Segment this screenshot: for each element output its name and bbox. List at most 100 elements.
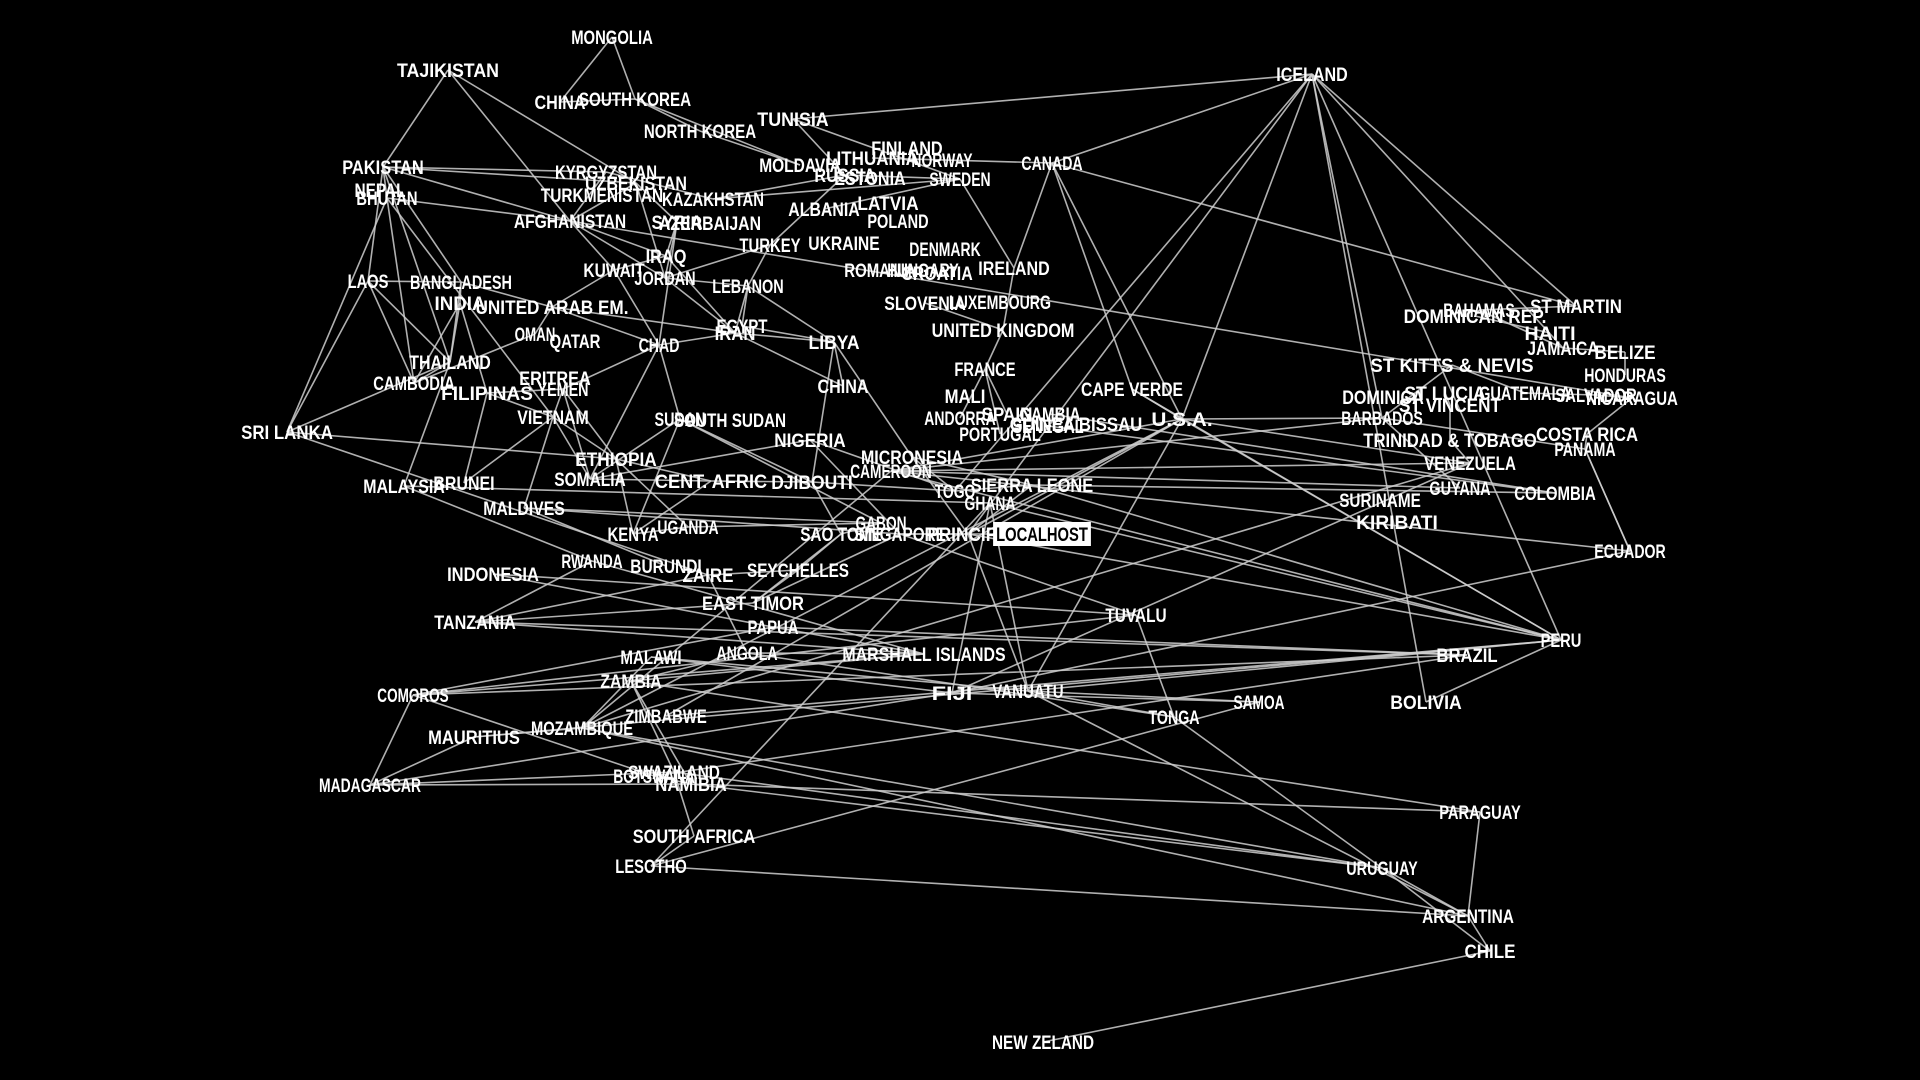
node-mauritius[interactable]: MAURITIUS <box>425 725 523 749</box>
node-paraguay[interactable]: PARAGUAY <box>1436 800 1524 824</box>
node-gabon[interactable]: GABON <box>853 511 910 535</box>
node-suriname[interactable]: SURINAME <box>1336 488 1424 512</box>
node-mozambique[interactable]: MOZAMBIQUE <box>528 716 636 740</box>
node-seychelles[interactable]: SEYCHELLES <box>744 558 852 582</box>
node-sri-lanka[interactable]: SRI LANKA <box>238 420 336 444</box>
node-angola[interactable]: ANGOLA <box>713 641 780 665</box>
node-slovenia[interactable]: SLOVENIA <box>881 291 969 315</box>
node-colombia[interactable]: COLOMBIA <box>1511 481 1599 505</box>
node-brazil[interactable]: BRAZIL <box>1433 643 1500 667</box>
node-malaysia[interactable]: MALAYSIA <box>360 474 448 498</box>
node-togo[interactable]: TOGO <box>932 479 979 503</box>
node-canada[interactable]: CANADA <box>1018 151 1085 175</box>
node-ukraine[interactable]: UKRAINE <box>805 231 882 255</box>
node-ecuador[interactable]: ECUADOR <box>1591 539 1668 563</box>
node-kuwait[interactable]: KUWAIT <box>580 258 647 282</box>
node-ghana[interactable]: GHANA <box>962 491 1019 515</box>
node-turkey[interactable]: TURKEY <box>736 233 803 257</box>
node-south-africa[interactable]: SOUTH AFRICA <box>630 824 758 848</box>
node-nepal[interactable]: NEPAL <box>352 178 409 202</box>
node-bahamas[interactable]: BAHAMAS <box>1440 298 1517 322</box>
node-luxembourg[interactable]: LUXEMBOURG <box>946 290 1054 314</box>
node-botswana[interactable]: BOTSWANA <box>610 764 698 788</box>
node-samoa[interactable]: SAMOA <box>1231 690 1288 714</box>
node-tuvalu[interactable]: TUVALU <box>1102 603 1169 627</box>
node-localhost[interactable]: LOCALHOST <box>993 522 1091 546</box>
node-namibia[interactable]: NAMIBIA <box>652 772 729 796</box>
node-ethiopia[interactable]: ETHIOPIA <box>572 447 660 471</box>
node-croatia[interactable]: CROATIA <box>898 261 975 285</box>
node-united-kingdom[interactable]: UNITED KINGDOM <box>929 318 1078 342</box>
node-dominican-rep[interactable]: DOMINICAN REP. <box>1401 304 1550 328</box>
node-east-timor[interactable]: EAST TIMOR <box>699 591 807 615</box>
node-sweden[interactable]: SWEDEN <box>926 167 993 191</box>
node-papua[interactable]: PAPUA <box>745 615 802 639</box>
node-norway[interactable]: NORWAY <box>908 148 975 172</box>
node-jordan[interactable]: JORDAN <box>631 266 698 290</box>
node-laos[interactable]: LAOS <box>345 269 392 293</box>
node-moldavia[interactable]: MOLDAVIA <box>756 153 844 177</box>
node-sierra-leone[interactable]: SIERRA LEONE <box>968 473 1096 497</box>
node-sao-tome[interactable]: SAO TOME <box>797 522 885 546</box>
node-trinidad-tobago[interactable]: TRINIDAD & TOBAGO <box>1360 428 1539 452</box>
node-belize[interactable]: BELIZE <box>1591 340 1658 364</box>
node-denmark[interactable]: DENMARK <box>906 237 983 261</box>
node-rwanda[interactable]: RWANDA <box>558 549 625 573</box>
node-kenya[interactable]: KENYA <box>605 522 662 546</box>
node-oman[interactable]: OMAN <box>512 322 559 346</box>
node-france[interactable]: FRANCE <box>951 357 1018 381</box>
node-nicaragua[interactable]: NICARAGUA <box>1583 386 1681 410</box>
node-st-lucia[interactable]: ST LUCIA <box>1401 381 1489 405</box>
node-st-vincent[interactable]: ST VINCENT <box>1396 393 1504 417</box>
node-brunei[interactable]: BRUNEI <box>430 471 497 495</box>
node-thailand[interactable]: THAILAND <box>406 350 494 374</box>
node-uruguay[interactable]: URUGUAY <box>1343 856 1420 880</box>
node-kyrgyzstan[interactable]: KYRGYZSTAN <box>552 160 660 184</box>
node-guinea-bissau[interactable]: GUINEA BISSAU <box>1007 412 1146 436</box>
node-haiti[interactable]: HAITI <box>1522 321 1579 345</box>
node-venezuela[interactable]: VENEZUELA <box>1421 451 1519 475</box>
node-djibouti[interactable]: DJIBOUTI <box>768 470 856 494</box>
node-iraq[interactable]: IRAQ <box>643 244 690 268</box>
node-lesotho[interactable]: LESOTHO <box>612 854 689 878</box>
node-new-zeland[interactable]: NEW ZELAND <box>989 1030 1097 1054</box>
node-nigeria[interactable]: NIGERIA <box>771 428 848 452</box>
node-panama[interactable]: PANAMA <box>1551 437 1618 461</box>
node-cambodia[interactable]: CAMBODIA <box>370 371 458 395</box>
node-guyana[interactable]: GUYANA <box>1426 476 1493 500</box>
node-libya[interactable]: LIBYA <box>806 330 863 354</box>
node-vietnam[interactable]: VIETNAM <box>514 405 591 429</box>
node-tonga[interactable]: TONGA <box>1146 705 1203 729</box>
node-cameroon[interactable]: CAMEROON <box>847 459 935 483</box>
node-madagascar[interactable]: MADAGASCAR <box>316 773 424 797</box>
node-portugal[interactable]: PORTUGAL <box>956 422 1044 446</box>
node-north-korea[interactable]: NORTH KOREA <box>641 119 759 143</box>
node-latvia[interactable]: LATVIA <box>854 191 921 215</box>
node-andorra[interactable]: ANDORRA <box>921 406 998 430</box>
node-chile[interactable]: CHILE <box>1462 939 1519 963</box>
node-russia[interactable]: RUSSIA <box>811 163 878 187</box>
node-argentina[interactable]: ARGENTINA <box>1419 904 1517 928</box>
node-fiji[interactable]: FIJI <box>929 681 976 705</box>
node-costa-rica[interactable]: COSTA RICA <box>1533 422 1641 446</box>
node-zimbabwe[interactable]: ZIMBABWE <box>622 704 710 728</box>
node-tanzania[interactable]: TANZANIA <box>431 610 519 634</box>
node-swaziland[interactable]: SWAZILAND <box>625 760 723 784</box>
node-afghanistan[interactable]: AFGHANISTAN <box>511 209 629 233</box>
node-marshall-islands[interactable]: MARSHALL ISLANDS <box>839 642 1008 666</box>
node-u-s-a[interactable]: U.S.A. <box>1148 407 1215 431</box>
node-bolivia[interactable]: BOLIVIA <box>1387 690 1464 714</box>
node-syria[interactable]: SYRIA <box>649 210 706 234</box>
node-romania[interactable]: ROMANIA <box>841 258 918 282</box>
node-pakistan[interactable]: PAKISTAN <box>339 155 427 179</box>
node-peru[interactable]: PERU <box>1538 628 1585 652</box>
node-salvador[interactable]: SALVADOR <box>1552 383 1640 407</box>
node-kazakhstan[interactable]: KAZAKHSTAN <box>659 187 767 211</box>
node-turkmenistan[interactable]: TURKMENISTAN <box>538 183 666 207</box>
node-lithuania[interactable]: LITHUANIA <box>823 146 921 170</box>
node-mongolia[interactable]: MONGOLIA <box>568 25 656 49</box>
node-egypt[interactable]: EGYPT <box>714 314 771 338</box>
node-india[interactable]: INDIA <box>432 291 489 315</box>
node-cape-verde[interactable]: CAPE VERDE <box>1078 377 1186 401</box>
node-tajikistan[interactable]: TAJIKISTAN <box>394 58 502 82</box>
